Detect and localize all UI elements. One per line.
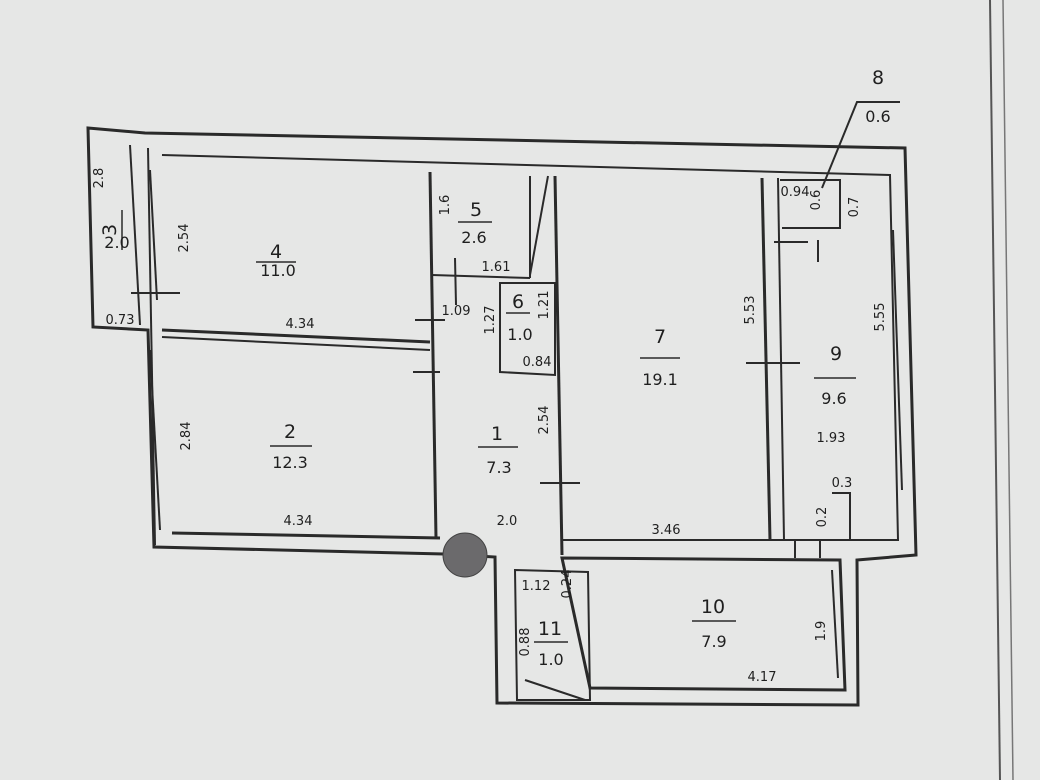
room-area: 2.0 (104, 233, 129, 252)
dimension: 0.3 (832, 476, 853, 491)
room-area: 1.0 (538, 650, 563, 669)
dimension: 1.9 (814, 621, 829, 642)
room-number: 10 (701, 596, 725, 618)
room-area: 19.1 (642, 370, 678, 389)
dimension: 0.7 (847, 197, 862, 218)
dimension: 1.21 (537, 291, 552, 320)
room-number: 4 (270, 241, 282, 263)
dimension: 2.8 (92, 168, 107, 189)
room-label-3: 3 (99, 210, 123, 250)
page-edge-line (989, 0, 1001, 780)
dimension: 2.84 (179, 422, 194, 451)
dimension: 2.54 (177, 224, 192, 253)
dimension: 0.84 (523, 355, 552, 370)
dimension: 1.27 (483, 306, 498, 335)
room-number: 1 (491, 423, 503, 445)
dimension: 0.73 (106, 313, 135, 328)
dimension: 1.61 (482, 260, 511, 275)
dimension: 3.46 (652, 523, 681, 538)
room-number: 2 (284, 421, 296, 443)
dimension: 0.24 (560, 570, 575, 599)
dimension: 2.0 (497, 514, 518, 529)
room-number: 9 (830, 343, 842, 365)
dimension: 0.94 (781, 185, 810, 200)
dimension: 1.93 (817, 431, 846, 446)
dimension: 5.53 (743, 296, 758, 325)
room-area: 0.6 (865, 107, 890, 126)
room-area: 9.6 (821, 389, 846, 408)
room-8-leader (821, 101, 900, 189)
dimension: 4.17 (748, 670, 777, 685)
room-labels: 3 2.0 4 11.0 5 2.6 6 1.0 2 12.3 1 7.3 7 … (99, 67, 891, 669)
room-number: 7 (654, 326, 666, 348)
dimension: 1.12 (522, 579, 551, 594)
dimension: 0.2 (815, 507, 830, 528)
dimension: 5.55 (873, 303, 888, 332)
dimension: 4.34 (284, 514, 313, 529)
room-area: 7.9 (701, 632, 726, 651)
dimension: 1.09 (442, 304, 471, 319)
dimension: 2.54 (537, 406, 552, 435)
dimension: 0.6 (809, 190, 824, 211)
room-number: 3 (99, 224, 121, 236)
dimension-labels: 2.8 2.54 0.73 4.34 1.6 1.61 1.09 1.27 1.… (92, 168, 888, 685)
room-area: 7.3 (486, 458, 511, 477)
dimension: 4.34 (286, 317, 315, 332)
dimension: 1.6 (438, 195, 453, 216)
room-area: 1.0 (507, 325, 532, 344)
room-number: 6 (512, 291, 524, 313)
room-number: 8 (872, 67, 884, 89)
room-area: 11.0 (260, 261, 296, 280)
room-area: 12.3 (272, 453, 308, 472)
dimension: 0.88 (518, 628, 533, 657)
column-marker (442, 532, 488, 578)
room-number: 11 (538, 618, 562, 640)
walls (86, 126, 918, 707)
page-edge-line (1002, 0, 1014, 780)
room-number: 5 (470, 199, 482, 221)
room-area: 2.6 (461, 228, 486, 247)
